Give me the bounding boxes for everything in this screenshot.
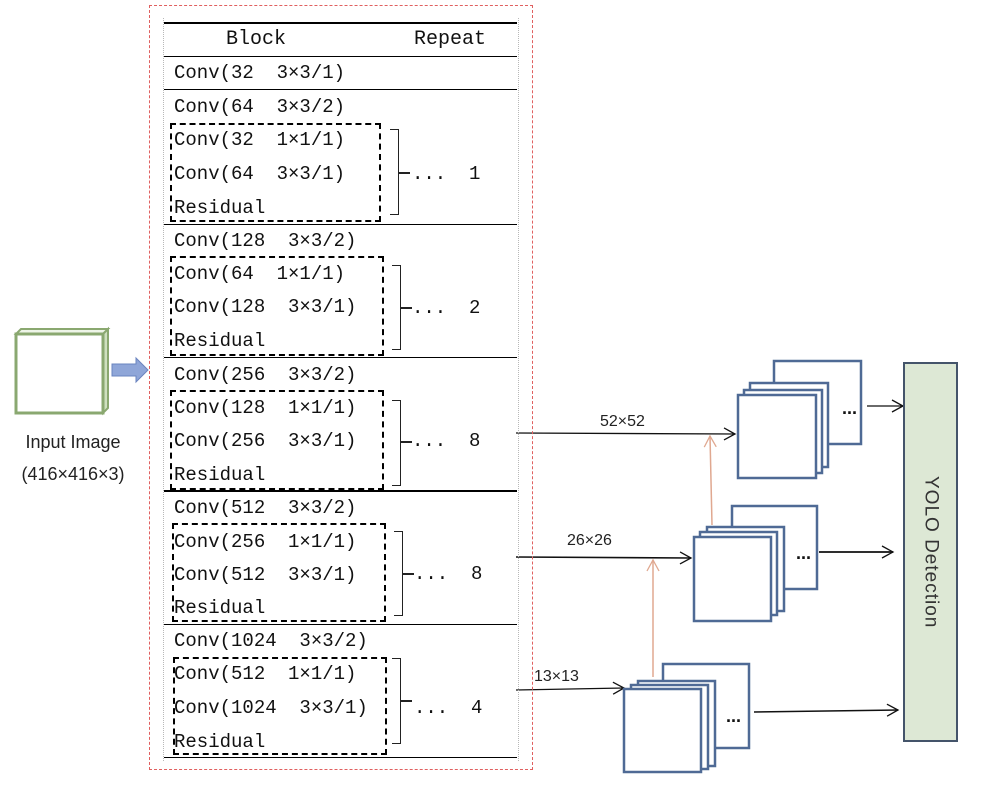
repeat-count: ... 8: [412, 430, 481, 452]
residual-conv-2: Conv(64 3×3/1): [174, 163, 346, 185]
downsample-conv: Conv(64 3×3/2): [174, 96, 346, 118]
residual-conv-1: Conv(64 1×1/1): [174, 263, 346, 285]
conv-layer-initial: Conv(32 3×3/1): [174, 62, 346, 84]
column-header-block: Block: [226, 28, 287, 51]
residual-conv-2: Conv(1024 3×3/1): [174, 697, 368, 719]
downsample-conv: Conv(512 3×3/2): [174, 497, 357, 519]
feature-map-stack-26: [692, 504, 819, 623]
column-header-repeat: Repeat: [414, 28, 487, 51]
residual-label: Residual: [174, 731, 266, 753]
residual-conv-2: Conv(128 3×3/1): [174, 296, 357, 318]
residual-conv-1: Conv(256 1×1/1): [174, 531, 357, 553]
scale-13-arrow: [515, 681, 626, 695]
scale-52-arrow: [515, 427, 737, 441]
table-frame: [163, 18, 519, 761]
bracket-tick: [398, 172, 410, 174]
repeat-bracket-icon: [392, 400, 401, 486]
residual-label: Residual: [174, 597, 266, 619]
bracket-tick: [400, 700, 412, 702]
input-image-box: [13, 326, 111, 416]
repeat-count: ... 1: [412, 163, 481, 185]
yolo-detection-label-wrap: YOLO Detection: [903, 362, 958, 742]
residual-conv-1: Conv(128 1×1/1): [174, 397, 357, 419]
scale-26-arrow: [515, 551, 693, 565]
residual-conv-1: Conv(32 1×1/1): [174, 129, 346, 151]
output-arrow-13: [753, 703, 900, 717]
input-image-size: (416×416×3): [21, 464, 125, 484]
residual-block-outline: [170, 123, 381, 222]
bracket-tick: [400, 307, 412, 309]
repeat-count: ... 4: [414, 697, 483, 719]
feature-map-ellipsis-52: ...: [842, 398, 858, 418]
residual-conv-2: Conv(256 3×3/1): [174, 430, 357, 452]
feature-map-ellipsis-26: ...: [796, 543, 812, 563]
scale-label-52: 52×52: [600, 413, 645, 430]
feature-map-ellipsis-13: ...: [726, 706, 742, 726]
residual-conv-2: Conv(512 3×3/1): [174, 564, 357, 586]
feature-map-stack-52: [736, 359, 863, 480]
scale-label-26: 26×26: [567, 532, 612, 549]
feature-map-stack-13: [622, 662, 751, 774]
yolo-detection-label: YOLO Detection: [920, 475, 942, 629]
table-row-rule: [164, 89, 517, 90]
table-header-rule: [164, 56, 517, 57]
table-row-rule: [164, 357, 517, 358]
scale-label-13: 13×13: [534, 668, 579, 685]
table-row-rule: [164, 624, 517, 625]
yolo-detection-box: [903, 362, 958, 742]
table-row-rule: [164, 224, 517, 225]
residual-block-outline: [170, 390, 384, 490]
residual-label: Residual: [174, 330, 266, 352]
input-image-label: Input Image: [25, 432, 121, 452]
residual-label: Residual: [174, 197, 266, 219]
residual-block-outline: [172, 523, 386, 622]
bracket-tick: [400, 441, 412, 443]
bracket-tick: [402, 573, 414, 575]
table-row-rule: [164, 490, 517, 492]
repeat-count: ... 2: [412, 297, 481, 319]
residual-label: Residual: [174, 464, 266, 486]
table-bottom-rule: [164, 757, 517, 758]
downsample-conv: Conv(128 3×3/2): [174, 230, 357, 252]
residual-block-outline: [173, 657, 387, 755]
backbone-frame: [149, 5, 533, 770]
downsample-conv: Conv(1024 3×3/2): [174, 630, 368, 652]
table-top-rule: [164, 22, 517, 24]
upsample-arrow-26-to-52: [703, 434, 717, 526]
input-arrow-icon: [111, 356, 149, 384]
residual-block-outline: [170, 256, 384, 356]
repeat-count: ... 8: [414, 563, 483, 585]
downsample-conv: Conv(256 3×3/2): [174, 364, 357, 386]
residual-conv-1: Conv(512 1×1/1): [174, 663, 357, 685]
